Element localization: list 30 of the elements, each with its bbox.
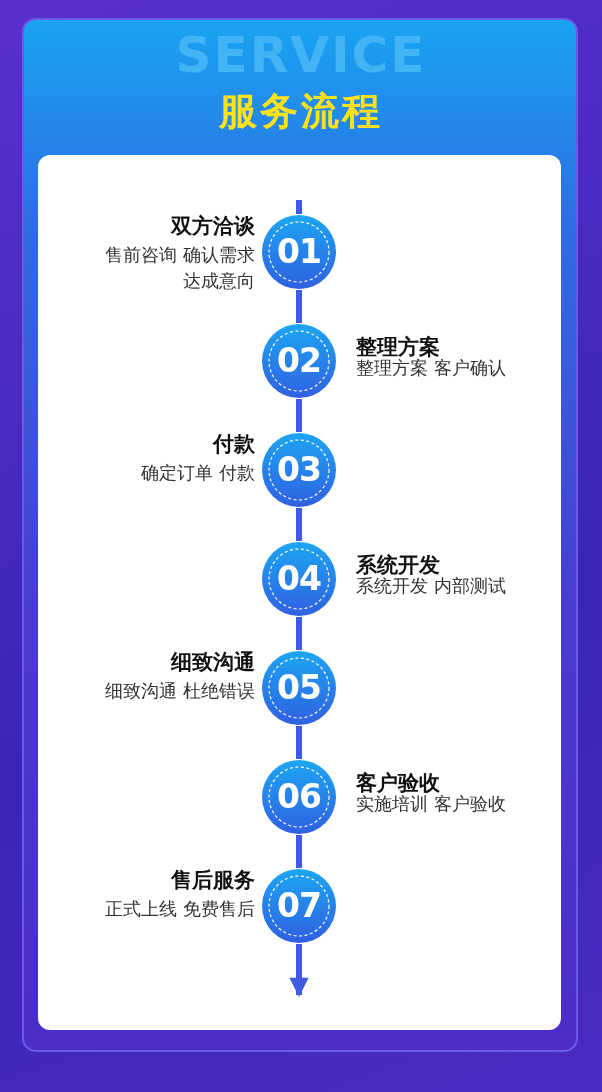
connector-line: [296, 399, 302, 432]
step-circle: 01: [261, 214, 337, 290]
step-heading: 客户验收: [356, 770, 440, 795]
step-description: 售前咨询 确认需求达成意向: [104, 243, 255, 293]
step-heading: 售后服务: [171, 867, 255, 894]
step-description: 细致沟通 杜绝错误: [105, 679, 255, 703]
step-circle: 07: [261, 868, 337, 944]
step-description: 实施培训 客户验收: [356, 793, 506, 816]
step-circle: 04: [261, 541, 337, 617]
title: 服务流程: [217, 88, 384, 135]
step-heading: 整理方案: [356, 334, 440, 359]
step-circle: 03: [261, 432, 337, 508]
step-heading: 细致沟通: [171, 649, 255, 676]
step-description: 正式上线 免费售后: [105, 897, 255, 921]
connector-line: [296, 617, 302, 650]
step-circle: 06: [261, 759, 337, 835]
step-heading: 双方洽谈: [171, 213, 255, 240]
connector-line: [296, 200, 302, 214]
step-circle: 02: [261, 323, 337, 399]
connector-line: [296, 508, 302, 541]
connector-line: [296, 835, 302, 868]
step-description: 整理方案 客户确认: [356, 357, 506, 380]
arrow: [289, 944, 309, 997]
step-heading: 付款: [213, 431, 255, 458]
step-description: 系统开发 内部测试: [356, 575, 506, 598]
connector-line: [296, 290, 302, 323]
step-circle: 05: [261, 650, 337, 726]
connector-line: [296, 726, 302, 759]
step-description: 确定订单 付款: [141, 461, 255, 485]
step-heading: 系统开发: [356, 552, 440, 577]
